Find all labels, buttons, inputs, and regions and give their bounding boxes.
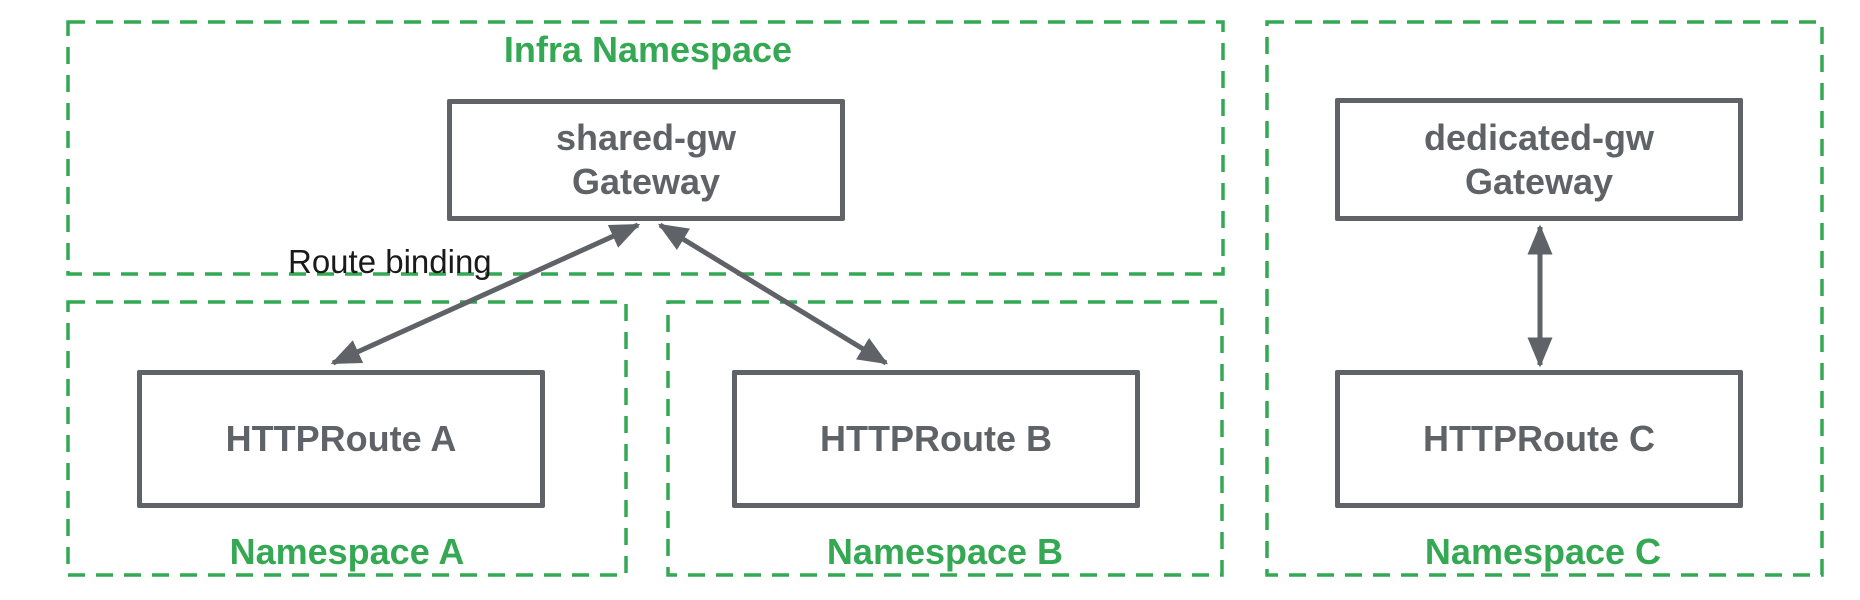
httproute-c-node: HTTPRoute C [1335, 370, 1743, 508]
route-binding-arrow-a [330, 222, 641, 366]
dedicated-gw-gateway-node: dedicated-gw Gateway [1335, 98, 1743, 221]
shared-gw-gateway-node: shared-gw Gateway [447, 99, 845, 221]
shared-gw-gateway-kind: Gateway [571, 161, 721, 202]
infra-namespace-label: Infra Namespace [503, 29, 793, 70]
dedicated-gw-gateway-kind: Gateway [1464, 160, 1614, 202]
httproute-a-label: HTTPRoute A [225, 418, 457, 460]
namespace-b-region [666, 300, 1224, 577]
namespace-c-region [1265, 20, 1824, 577]
namespace-a-region [66, 300, 628, 577]
dedicated-gw-gateway-name: dedicated-gw [1423, 116, 1655, 158]
route-binding-label: Route binding [288, 243, 492, 280]
namespace-c-label: Namespace C [1424, 531, 1662, 572]
namespace-a-label: Namespace A [229, 531, 465, 572]
shared-gw-gateway-name: shared-gw [555, 117, 737, 159]
namespace-b-label: Namespace B [826, 531, 1064, 572]
httproute-b-label: HTTPRoute B [820, 418, 1052, 460]
route-binding-arrow-b [657, 222, 889, 366]
httproute-c-label: HTTPRoute C [1423, 418, 1655, 460]
httproute-a-node: HTTPRoute A [137, 370, 545, 508]
httproute-b-node: HTTPRoute B [732, 370, 1140, 508]
infra-namespace-region [66, 20, 1225, 276]
